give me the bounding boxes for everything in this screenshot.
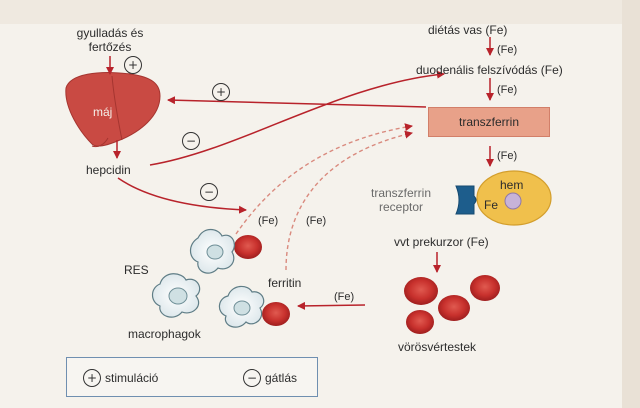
precursor-label: vvt prekurzor (Fe) [394,235,489,249]
arrow-rbc-to-macrophage [297,301,366,310]
rbc-near-res [234,235,290,326]
fe-cell-label: Fe [484,198,499,212]
rbc-3 [470,275,500,301]
legend-minus-icon: − [243,369,261,387]
res-label: RES [124,263,149,277]
legend-plus-icon: + [83,369,101,387]
legend-stimulation-label: stimuláció [105,371,159,385]
right-band [622,0,640,408]
transferrin-box: transzferrin [428,107,550,137]
plus-liver-sign: + [212,83,230,101]
infection-label: gyulladás és fertőzés [76,26,144,54]
arrows [106,37,494,310]
hepcidin-label: hepcidin [86,163,131,177]
rbc-res-1 [234,235,262,259]
red-blood-cells [404,275,500,334]
liver-label: máj [93,105,113,119]
legend-inhibition-label: gátlás [265,371,298,385]
rbc-1 [404,277,438,305]
fe-res-label: (Fe) [258,215,279,227]
dashed-ferritin-to-transferrin [285,130,413,271]
macrophages-label: macrophagok [128,327,201,341]
dashed-res-to-transferrin [235,123,413,235]
fe-label-3: (Fe) [497,150,518,162]
rbc-2 [438,295,470,321]
arrow-hepcidin-to-macrophage [117,177,247,214]
transferrin-receptor-label: transzferrin receptor [370,186,432,214]
fe-label-2: (Fe) [497,84,518,96]
transferrin-label: transzferrin [458,115,520,129]
minus-hepcidin-sign: − [200,183,218,201]
minus-dietary-sign: − [182,132,200,150]
arrow-hepcidin-to-duodenal [149,70,445,166]
dietary-iron-label: diétás vas (Fe) [428,23,508,37]
plus-infection-sign: + [124,56,142,74]
macrophages [151,228,265,328]
arrow-transferrin-to-liver [167,96,427,108]
legend: + stimuláció − gátlás [66,357,318,397]
rbc-res-2 [262,302,290,326]
top-band [0,0,640,24]
ferritin-label: ferritin [268,276,302,290]
fe-label-1: (Fe) [497,44,518,56]
transferrin-receptor-shape [455,185,477,215]
hem-label: hem [500,178,524,192]
erythroid-cell [476,170,552,226]
liver-shape [65,72,161,148]
fe-dashed-label: (Fe) [306,215,327,227]
duodenal-label: duodenális felszívódás (Fe) [416,63,563,77]
rbc-4 [406,310,434,334]
fe-bottom-label: (Fe) [334,291,355,303]
rbc-label: vörösvértestek [398,340,477,354]
